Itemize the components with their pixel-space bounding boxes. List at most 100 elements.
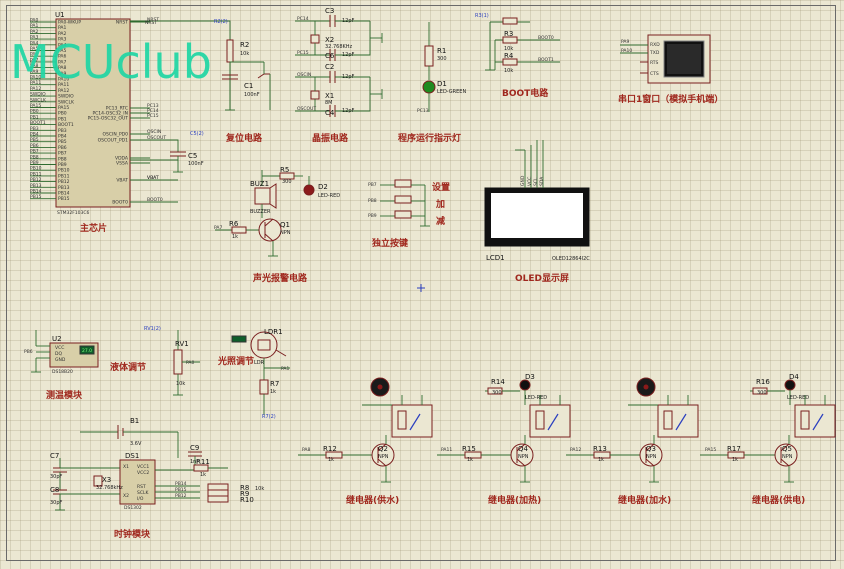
r13-value: 1k (598, 457, 604, 463)
ds1302-pin-x2: X2 (123, 493, 129, 499)
mcu-left-pin: PB0 (58, 111, 67, 117)
title-relay-power: 继电器(供电) (752, 494, 805, 506)
r16-ref: R16 (756, 378, 770, 386)
mcu-chip[interactable] (55, 18, 131, 208)
oled-pin-scl: SCL (533, 177, 539, 186)
c2-value: 12pF (342, 74, 355, 80)
mcu-left-pin: SWDIO (58, 94, 74, 100)
oled-display[interactable] (484, 140, 590, 247)
q2-value: NPN (378, 454, 389, 460)
r10-ref: R10 (240, 496, 254, 504)
r1-ref: R1 (437, 47, 446, 55)
r6-value: 1k (232, 234, 238, 240)
mcu-left-pin: PB11 (58, 173, 70, 179)
serial-terminal[interactable] (620, 34, 711, 84)
mcu-left-pin: PB6 (58, 145, 67, 151)
u2-part: DS18B20 (52, 369, 73, 375)
d1-ref: D1 (437, 80, 447, 88)
q5-ref: Q5 (782, 445, 792, 453)
ds18b20-sensor[interactable] (31, 330, 99, 373)
mcu-left-net: PB13 (30, 183, 42, 189)
mcu-left-pin: PA2 (58, 31, 67, 37)
u2-ref: U2 (52, 335, 62, 343)
mcu-right-pin: PC14-OSC32_IN (92, 111, 128, 117)
mcu-left-pin: PB5 (58, 139, 67, 145)
mcu-right-pin: BOOT0 (112, 200, 128, 206)
net-pa0: PA0 (186, 360, 195, 366)
oled-pin-sda: SDA (539, 176, 545, 186)
title-relay-add: 继电器(加水) (618, 494, 671, 506)
mcu-left-pin: PA9 (58, 71, 67, 77)
b1-value: 3.6V (130, 441, 142, 447)
mcu-right-pin: VBAT (116, 178, 128, 184)
cursor-crosshair-icon (417, 284, 425, 292)
rv1-ref: RV1 (175, 340, 189, 348)
mcu-part: STM32F103C6 (57, 210, 90, 216)
c9-ref: C9 (190, 444, 199, 452)
c1-value: 100nF (244, 92, 260, 98)
mcu-left-pin: PB15 (58, 196, 70, 202)
title-liquid: 液体调节 (110, 361, 146, 373)
mcu-left-pin: PA5 (58, 48, 67, 54)
mcu-right-net: BOOT0 (147, 197, 163, 203)
q4-value: NPN (518, 454, 529, 460)
mcu-left-net: PA2 (30, 29, 39, 35)
c7-value: 30pF (50, 474, 63, 480)
mcu-ref: U1 (55, 11, 65, 19)
r7-ref: R7 (270, 380, 279, 388)
mcu-right-pin: VDDA (115, 156, 129, 162)
mcu-left-net: PB10 (30, 166, 42, 172)
mcu-right-pin: PC13_RTC (106, 106, 128, 112)
ds1302-pin-vcc1: VCC1 (137, 464, 149, 470)
sheet-border (6, 5, 836, 561)
title-oled: OLED显示屏 (515, 273, 569, 284)
ds1302-pin-x1: X1 (123, 464, 129, 470)
mcu-left-net: PA1 (30, 23, 39, 29)
rv1-value: 10k (176, 381, 185, 387)
r11-value: 1k (200, 472, 206, 478)
c3-value: 12pF (342, 18, 355, 24)
mcu-left-net: PB11 (30, 171, 42, 177)
mcu-left-pin: PB3 (58, 128, 67, 134)
relay-stage (437, 379, 571, 483)
net-pa10: PA10 (621, 48, 632, 54)
x1-ref: X1 (325, 92, 334, 100)
lcd1-ref: LCD1 (486, 254, 505, 262)
relay-stage (566, 377, 699, 483)
oled-pin-gnd: GND (520, 175, 526, 186)
clock-module-circuit (53, 425, 229, 511)
title-crystal: 晶振电路 (312, 132, 349, 144)
net-boot1: BOOT1 (538, 57, 554, 63)
net-pb6: PB6 (24, 349, 33, 355)
net-pc13: PC13 (417, 108, 429, 114)
mcu-left-net: PB6 (30, 143, 39, 149)
ds1302-pin-rst: RST (137, 484, 146, 490)
mcu-left-net: SWDIO (30, 92, 46, 98)
title-keys: 独立按键 (371, 237, 409, 249)
mcu-right-pin: OSCOUT_PD1 (98, 138, 129, 144)
b1-ref: B1 (130, 417, 139, 425)
mcu-left-pin: PB9 (58, 162, 67, 168)
mcu-left-net: PA0 (30, 18, 39, 24)
r11-ref: R11 (196, 458, 210, 466)
serial-pin-txd: TXD (649, 50, 660, 56)
mcu-left-pin: PB14 (58, 191, 70, 197)
title-relay-water: 继电器(供水) (346, 494, 399, 506)
mcu-left-pin: PA8 (58, 65, 67, 71)
title-run-led: 程序运行指示灯 (398, 132, 461, 144)
ds1-part: DS1302 (124, 505, 142, 511)
ds18b20-pin-gnd: GND (55, 357, 66, 363)
mcu-left-net: PB5 (30, 137, 39, 143)
d1-value: LED-GREEN (437, 89, 466, 95)
d2-value: LED-RED (318, 193, 340, 199)
mcu-right-pin: PC15-OSC32_OUT (88, 116, 129, 122)
mcu-left-pin: PA10 (58, 77, 69, 83)
ds18b20-readout: 27.0 (82, 348, 92, 354)
r4-ref: R4 (504, 52, 514, 60)
mcu-left-pin: PA15 (58, 105, 69, 111)
net-pa12: PA12 (570, 447, 581, 453)
mcuclub-watermark: MCUclub (10, 35, 212, 89)
mcu-left-pin: PB1 (58, 116, 67, 122)
